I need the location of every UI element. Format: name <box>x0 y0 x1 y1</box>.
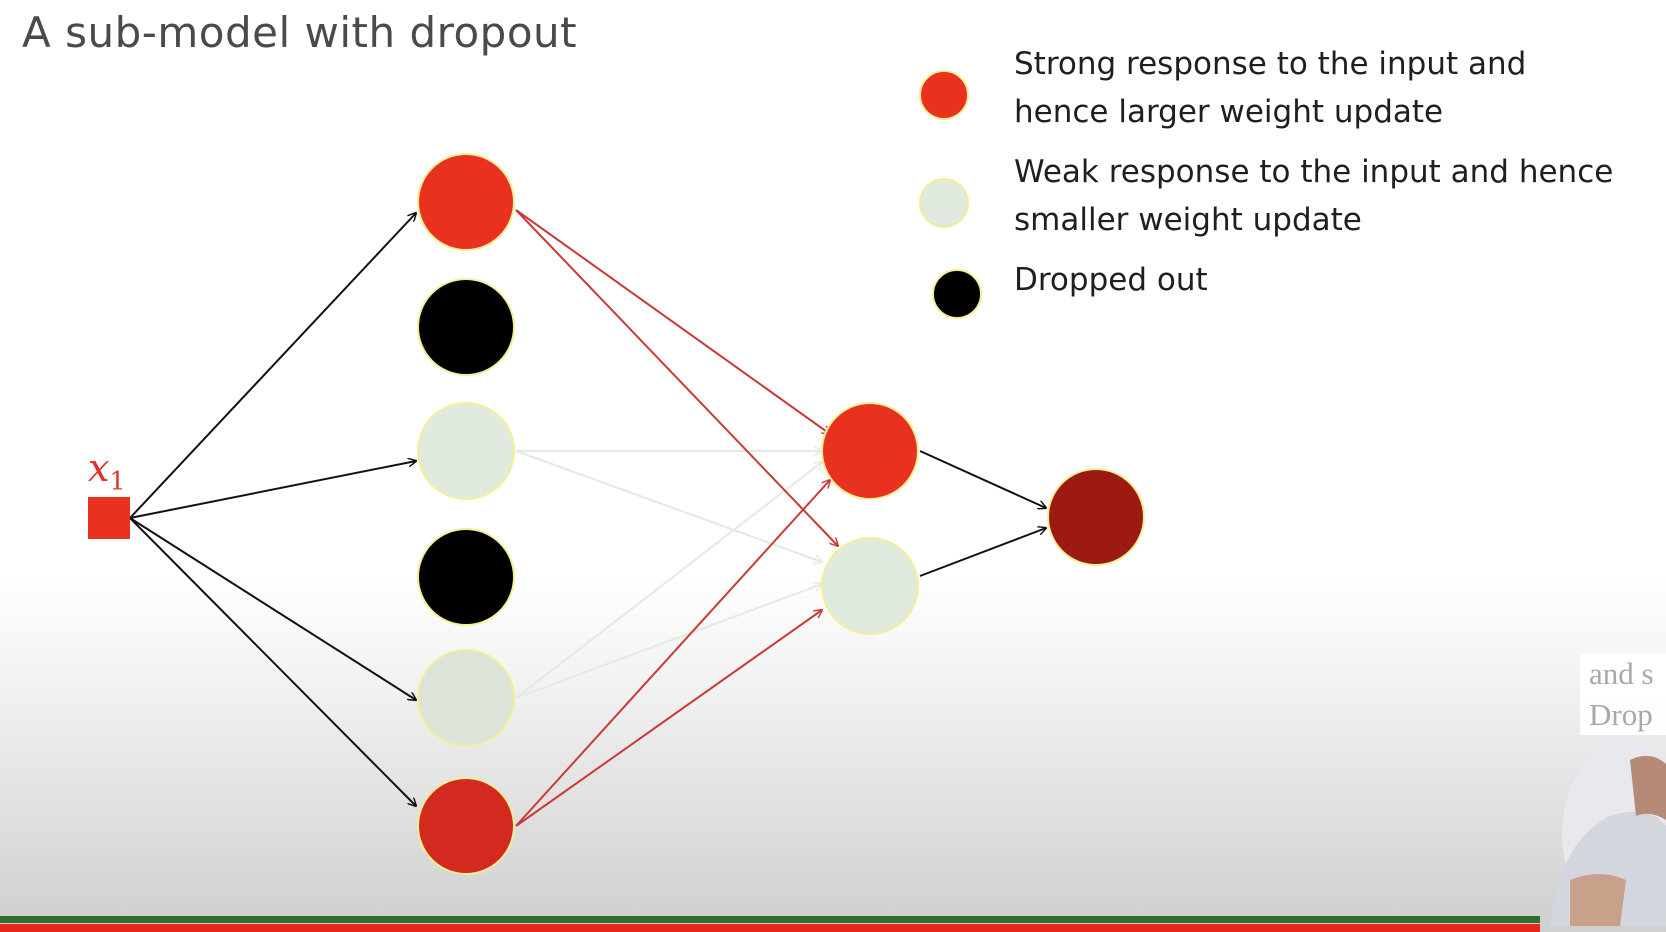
edge-h1-1-h2-1 <box>515 209 830 434</box>
legend-label-dropped: Dropped out <box>1014 262 1208 298</box>
edge-input-h1-5 <box>129 517 416 700</box>
video-progress-bar[interactable] <box>0 916 1666 932</box>
edge-h1-5-h2-2 <box>515 584 822 699</box>
edge-h2-2-output <box>919 528 1046 577</box>
edge-h1-6-h2-1 <box>515 480 830 827</box>
caption-overlay: and s Drop <box>1580 653 1666 735</box>
output-node <box>1047 468 1145 566</box>
edge-h1-6-h2-2 <box>515 610 822 827</box>
input-label-var: x <box>88 446 110 490</box>
caption-line-2: Drop <box>1589 697 1653 732</box>
edge-input-h1-6 <box>129 517 416 806</box>
hidden2-node-2-weak <box>821 537 919 635</box>
edge-input-h1-3 <box>129 461 416 519</box>
edge-h1-3-h2-2 <box>515 450 822 562</box>
black-node-icon <box>932 269 982 319</box>
slide-title: A sub-model with dropout <box>22 8 578 57</box>
input-node <box>88 497 130 539</box>
edge-h1-1-h2-2 <box>515 209 838 546</box>
pale-node-icon <box>919 178 969 228</box>
edge-h1-5-h2-1 <box>515 462 822 699</box>
edge-input-h1-1 <box>129 213 416 519</box>
hidden2-node-1-strong <box>821 402 919 500</box>
hidden1-node-3-weak <box>417 402 515 500</box>
edge-h2-1-output <box>919 450 1046 508</box>
legend-label-strong: Strong response to the input and hence l… <box>1014 46 1527 130</box>
input-label: x1 <box>88 446 125 496</box>
input-label-subscript: 1 <box>109 466 126 496</box>
red-node-icon <box>919 70 969 120</box>
legend-label-weak: Weak response to the input and hence sma… <box>1014 154 1614 238</box>
hidden1-node-1-strong <box>417 153 515 251</box>
hidden1-node-6-strong <box>417 777 515 875</box>
hidden1-node-4-dropped <box>417 528 515 626</box>
caption-line-1: and s <box>1589 656 1654 691</box>
hidden1-node-2-dropped <box>417 278 515 376</box>
presenter-video-thumbnail <box>1540 730 1666 926</box>
hidden1-node-5-weak <box>417 649 515 747</box>
